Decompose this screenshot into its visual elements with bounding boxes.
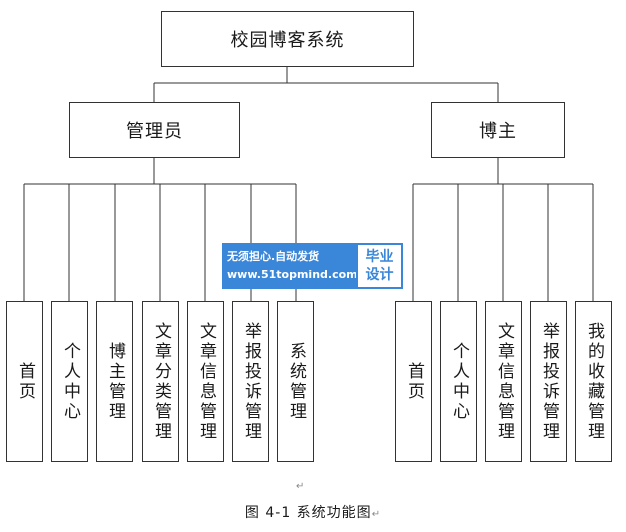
paragraph-mark: ↵: [296, 481, 305, 492]
watermark-badge-line1: 毕业: [365, 249, 394, 265]
watermark-badge: 毕业 设计: [356, 243, 403, 289]
leaf-node-label: 首页: [404, 361, 424, 402]
branch-node-label: 管理员: [126, 121, 183, 142]
leaf-node-label: 我的收藏管理: [584, 321, 604, 442]
figure-caption-text: 图 4-1 系统功能图: [244, 505, 372, 521]
leaf-node: 文章分类管理: [142, 301, 179, 462]
leaf-node-label: 文章信息管理: [196, 321, 216, 442]
watermark-badge-line2: 设计: [365, 267, 394, 283]
watermark-banner: 无须担心.自动发货 www.51topmind.com 毕业 设计: [222, 243, 403, 289]
branch-node-admin: 管理员: [69, 102, 240, 158]
leaf-node-label: 文章信息管理: [494, 321, 514, 442]
leaf-node: 博主管理: [96, 301, 133, 462]
watermark-line2: www.51topmind.com: [227, 268, 358, 281]
leaf-node-label: 文章分类管理: [151, 321, 171, 442]
leaf-node-label: 系统管理: [286, 341, 306, 422]
root-node-label: 校园博客系统: [230, 30, 345, 51]
leaf-node: 个人中心: [440, 301, 477, 462]
watermark-line1: 无须担心.自动发货: [227, 250, 320, 263]
watermark-text-panel: 无须担心.自动发货 www.51topmind.com: [222, 243, 358, 289]
leaf-node: 举报投诉管理: [232, 301, 269, 462]
paragraph-mark: ↵: [371, 509, 382, 520]
leaf-node-label: 个人中心: [60, 341, 80, 422]
leaf-node: 系统管理: [277, 301, 314, 462]
leaf-node-label: 博主管理: [105, 341, 125, 422]
figure-caption: 图 4-1 系统功能图↵: [0, 502, 626, 522]
leaf-node-label: 举报投诉管理: [241, 321, 261, 442]
leaf-node: 举报投诉管理: [530, 301, 567, 462]
branch-node-blogger: 博主: [431, 102, 565, 158]
leaf-node-label: 个人中心: [449, 341, 469, 422]
leaf-node: 首页: [6, 301, 43, 462]
leaf-node: 个人中心: [51, 301, 88, 462]
leaf-node: 文章信息管理: [485, 301, 522, 462]
leaf-node-label: 举报投诉管理: [539, 321, 559, 442]
branch-node-label: 博主: [479, 121, 517, 142]
leaf-node: 我的收藏管理: [575, 301, 612, 462]
leaf-node-label: 首页: [15, 361, 35, 402]
leaf-node: 文章信息管理: [187, 301, 224, 462]
leaf-node: 首页: [395, 301, 432, 462]
root-node: 校园博客系统: [161, 11, 414, 67]
